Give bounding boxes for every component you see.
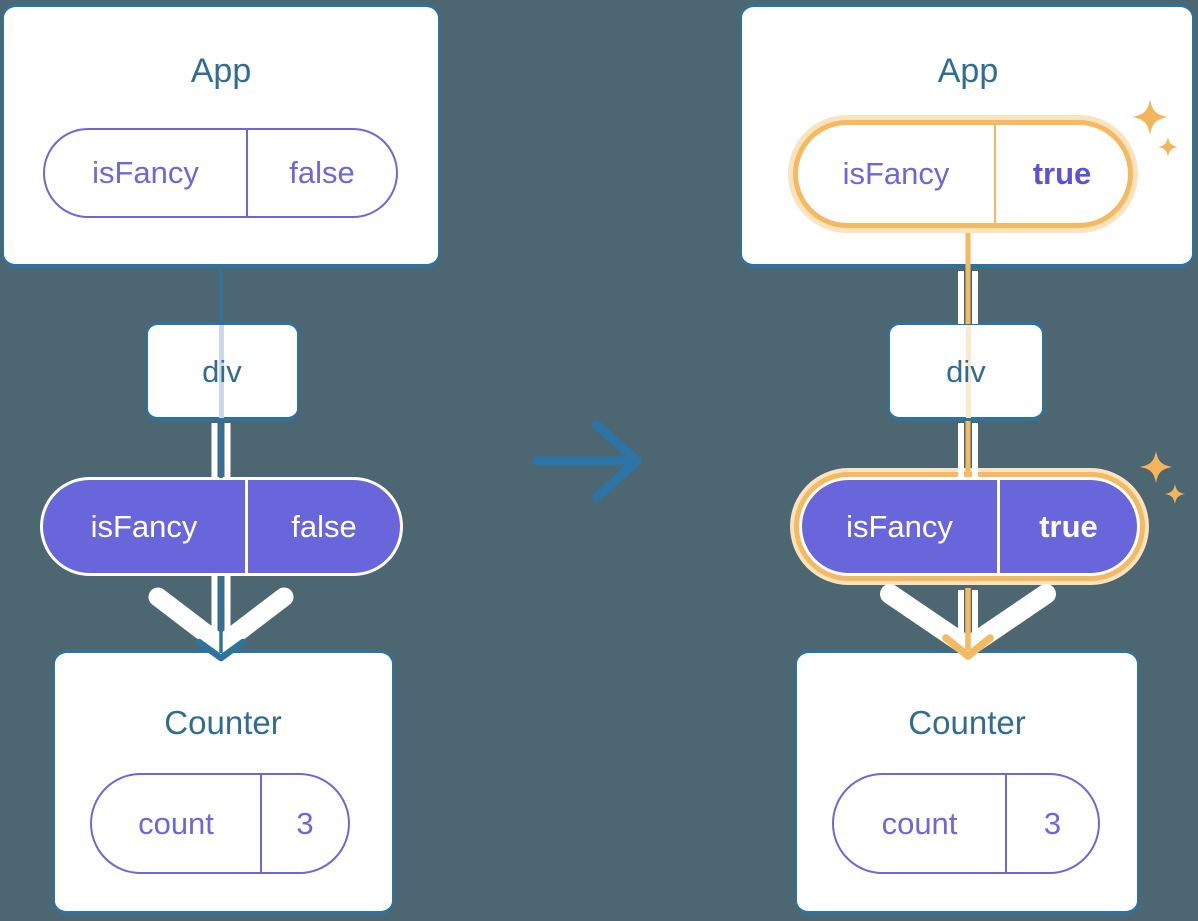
state-pill-before: count 3 [90,773,350,874]
app-prop-pill-after: isFancy true [793,120,1133,228]
app-title-before: App [190,52,252,90]
state-value: 3 [296,805,314,841]
app-prop-pill-before: isFancy false [43,128,398,218]
prop-key: isFancy [45,130,248,216]
transition-arrow-icon [532,420,642,502]
counter-title-before: Counter [164,704,282,741]
counter-title-after: Counter [908,704,1026,741]
prop-key: isFancy [798,125,996,223]
state-key: count [92,775,262,872]
connector-pill-counter-before [148,576,294,662]
white-chevron-icon [880,584,1056,657]
prop-key: isFancy [43,480,248,573]
app-title-after: App [937,52,999,90]
connector-pill-counter-after [880,584,1056,660]
passed-prop-pill-before: isFancy false [40,477,403,576]
pass-through-line-before [219,325,224,418]
passed-prop-pill-after: isFancy true [799,477,1140,576]
div-label-after: div [946,354,986,389]
sparkle-icon [1164,483,1186,505]
connector-div-pill-after [958,421,978,477]
prop-value: false [291,508,357,544]
white-chevron-icon [148,587,294,655]
prop-value: false [289,155,355,190]
state-pill-after: count 3 [832,773,1100,874]
state-key: count [834,775,1007,872]
prop-key: isFancy [802,480,1000,573]
prop-value: true [1039,508,1098,544]
sparkle-icon [1139,450,1173,484]
pass-through-line-after [966,325,971,418]
div-label-before: div [202,354,242,389]
prop-value: true [1032,156,1092,191]
state-value: 3 [1043,805,1062,841]
connector-div-pill-before [211,421,231,479]
